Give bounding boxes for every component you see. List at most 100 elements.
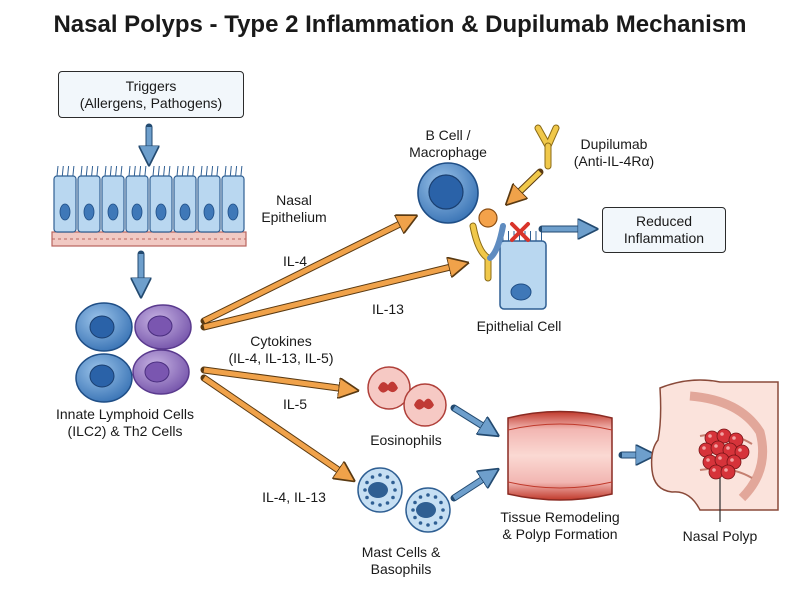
- cilium: [181, 165, 184, 177]
- mast-line1: Mast Cells &: [361, 544, 441, 560]
- cilium: [91, 165, 94, 177]
- granule: [426, 493, 430, 497]
- cilium: [128, 165, 131, 177]
- cilium: [168, 165, 171, 177]
- granule: [385, 501, 390, 505]
- granule: [365, 495, 369, 500]
- polyp-highlight: [708, 434, 712, 438]
- label-il4-il13: IL-4, IL-13: [262, 489, 326, 505]
- ilc-th2-cells: [75, 302, 192, 403]
- granule: [370, 501, 375, 505]
- nasal-epithelium-illustration: [51, 165, 247, 247]
- polyp-highlight: [730, 458, 734, 462]
- granule: [413, 515, 417, 520]
- nasal-epithelium-line2: Epithelium: [261, 209, 327, 225]
- cilium: [96, 165, 99, 177]
- cilium: [152, 165, 155, 177]
- bcell-line2: Macrophage: [409, 144, 487, 160]
- ilc-line2: (ILC2) & Th2 Cells: [67, 423, 183, 439]
- nasal-polyp-label: Nasal Polyp: [682, 528, 758, 544]
- cytokine-arrows: [200, 218, 463, 478]
- cilium: [104, 165, 107, 177]
- polyp-highlight: [712, 468, 716, 472]
- cilium: [224, 165, 227, 177]
- granule: [441, 508, 445, 512]
- mast-cells-label: Mast Cells & Basophils: [346, 544, 456, 578]
- granule: [378, 473, 382, 477]
- reduced-line2: Inflammation: [623, 230, 705, 246]
- tissue-line1: Tissue Remodeling: [500, 509, 620, 525]
- triggers-label: Triggers: [125, 77, 177, 94]
- cytokines-line1: Cytokines: [250, 333, 312, 349]
- cilium: [229, 165, 232, 177]
- granule: [370, 475, 375, 479]
- cytokines-line2: (IL-4, IL-13, IL-5): [228, 350, 334, 366]
- tissue-remodeling-illustration: [507, 410, 613, 501]
- bcell-line1: B Cell /: [425, 127, 471, 143]
- polyp-highlight: [714, 444, 718, 448]
- cell-nucleus: [203, 203, 215, 221]
- cell-nucleus: [131, 203, 143, 221]
- cilium: [205, 165, 208, 177]
- cilium: [163, 165, 166, 177]
- cilium: [187, 165, 190, 177]
- cilium: [80, 165, 83, 177]
- polyp-lobule: [720, 464, 736, 480]
- polyp-highlight: [724, 468, 728, 472]
- dupilumab-line1: Dupilumab: [580, 136, 648, 152]
- cilium: [240, 165, 243, 177]
- granule: [391, 495, 395, 500]
- mast-cells-basophils: [357, 467, 451, 533]
- triggers-detail: (Allergens, Pathogens): [79, 94, 223, 111]
- granule: [385, 475, 390, 479]
- granule: [393, 488, 397, 492]
- polyp-highlight: [702, 446, 706, 450]
- polyp-highlight: [732, 436, 736, 440]
- cilium: [109, 165, 112, 177]
- eosinophils-label: Eosinophils: [370, 432, 442, 448]
- cilium: [235, 165, 238, 177]
- mast-line2: Basophils: [370, 561, 432, 577]
- cilium: [72, 165, 75, 177]
- granule: [363, 488, 367, 492]
- granule: [433, 521, 438, 525]
- reduced-inflammation-box: Reduced Inflammation: [602, 207, 726, 253]
- cell-nucleus: [59, 203, 71, 221]
- cilium: [157, 165, 160, 177]
- epithelial-cell-label: Epithelial Cell: [476, 318, 562, 334]
- polyp-highlight: [718, 456, 722, 460]
- granule: [413, 500, 417, 505]
- granule: [418, 521, 423, 525]
- polyp-lobule: [734, 444, 750, 460]
- cilium: [56, 165, 59, 177]
- nasal-epithelium-label: Nasal Epithelium: [254, 192, 334, 226]
- ilc-label: Innate Lymphoid Cells (ILC2) & Th2 Cells: [40, 406, 210, 440]
- granule: [426, 523, 430, 527]
- tissue-remodeling-label: Tissue Remodeling & Polyp Formation: [488, 509, 632, 543]
- arrows-to-tissue: [450, 404, 494, 502]
- cilium: [61, 165, 64, 177]
- dupilumab-label: Dupilumab (Anti-IL-4Rα): [562, 136, 666, 170]
- cell-nucleus: [155, 203, 167, 221]
- label-il4: IL-4: [282, 253, 308, 269]
- granule: [365, 480, 369, 485]
- cilium: [176, 165, 179, 177]
- label-il5: IL-5: [282, 396, 308, 412]
- cell-nucleus: [83, 203, 95, 221]
- polyp-highlight: [706, 458, 710, 462]
- tissue-line2: & Polyp Formation: [502, 526, 618, 542]
- granule: [391, 480, 395, 485]
- cilium: [211, 165, 214, 177]
- polyp-highlight: [738, 448, 742, 452]
- polyp-highlight: [720, 432, 724, 436]
- granule: [439, 515, 443, 520]
- cilium: [200, 165, 203, 177]
- reduced-line1: Reduced: [635, 213, 693, 229]
- nasal-polyp-anatomy: [650, 379, 779, 522]
- polyp-highlight: [726, 446, 730, 450]
- triggers-box: Triggers (Allergens, Pathogens): [58, 71, 244, 118]
- dupilumab-line2: (Anti-IL-4Rα): [573, 153, 655, 169]
- cilium: [216, 165, 219, 177]
